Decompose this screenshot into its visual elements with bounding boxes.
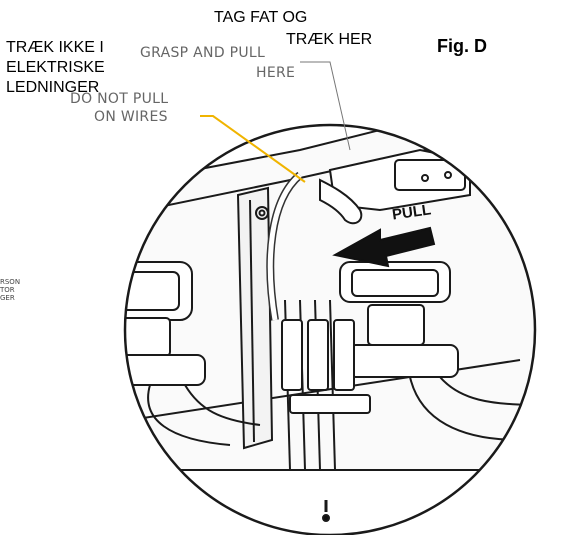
pull-arrow xyxy=(332,226,436,268)
wire-harness xyxy=(266,171,371,471)
wires-danish-label-3: LEDNINGER xyxy=(6,79,100,96)
right-connector xyxy=(339,261,535,441)
grasp-english-label-2: HERE xyxy=(256,65,296,81)
grasp-english-label-1: GRASP AND PULL xyxy=(140,45,266,61)
wires-danish-label-1: TRÆK IKKE I xyxy=(6,39,104,56)
side-text-1: RSON xyxy=(0,278,21,286)
grasp-danish-label-1: TAG FAT OG xyxy=(214,9,308,26)
side-cut-text: RSON TOR GER xyxy=(0,278,20,302)
magnified-view xyxy=(125,125,535,522)
figure-label: Fig. D xyxy=(437,36,487,56)
wires-danish-label-2: ELEKTRISKE xyxy=(6,59,105,76)
mounting-bracket xyxy=(236,186,274,450)
grasp-plug xyxy=(319,148,471,225)
grasp-danish-label-2: TRÆK HER xyxy=(286,31,373,48)
grasp-leader-line xyxy=(300,61,351,151)
wires-leader-line xyxy=(200,115,306,183)
side-text-3: GER xyxy=(0,294,15,302)
side-text-2: TOR xyxy=(0,286,15,294)
wires-english-label-2: ON WIRES xyxy=(94,109,168,125)
wires-english-label-1: DO NOT PULL xyxy=(70,91,169,107)
